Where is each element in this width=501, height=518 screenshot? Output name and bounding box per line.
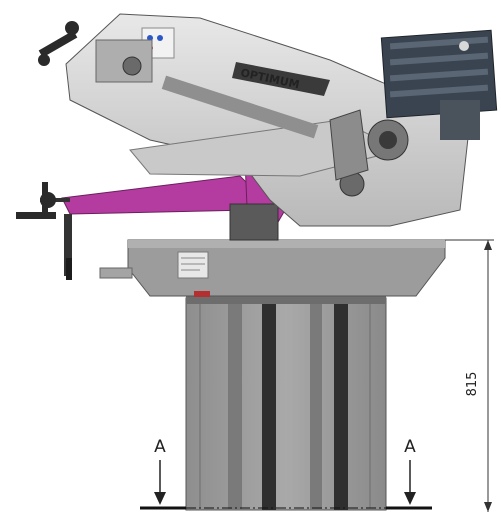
section-marker-right: A	[404, 437, 416, 505]
section-marker-left: A	[154, 437, 166, 505]
height-dimension: 815	[445, 239, 494, 512]
section-label-right: A	[404, 437, 416, 457]
base-table	[99, 239, 446, 297]
arrow-down-icon	[404, 492, 416, 505]
height-dimension-value: 815	[465, 372, 480, 397]
motor	[380, 29, 498, 140]
handwheel-icon	[16, 182, 72, 280]
vise-assembly	[40, 149, 297, 241]
label-plate	[177, 251, 209, 279]
brand-plate	[232, 62, 330, 96]
saw-head: OPTIMUM	[65, 13, 471, 227]
pedestal-column	[185, 296, 387, 511]
arrow-down-icon	[154, 492, 166, 505]
warning-sticker	[194, 291, 210, 297]
lever-handle-icon	[38, 21, 79, 66]
section-label-left: A	[154, 437, 166, 457]
